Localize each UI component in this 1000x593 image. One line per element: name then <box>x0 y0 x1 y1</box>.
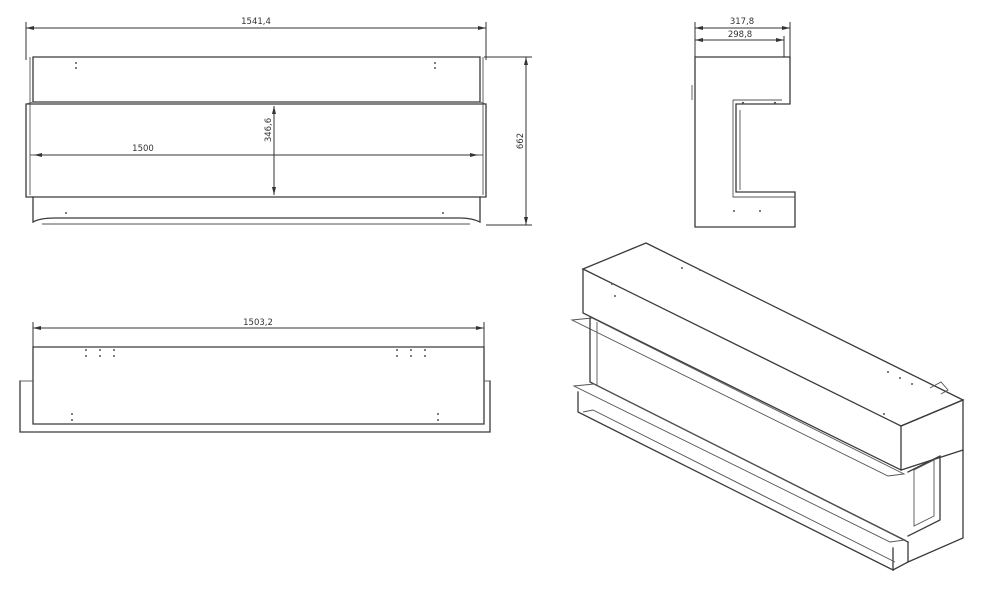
isometric-view <box>570 242 965 572</box>
dim-front-inner-width: 1500 <box>34 144 478 157</box>
dim-front-inner-height: 346,6 <box>264 106 276 195</box>
side-view <box>691 56 796 228</box>
dim-front-overall-width: 1541,4 <box>25 17 487 60</box>
front-inner-width-label: 1500 <box>132 144 154 154</box>
dim-side-inner-depth: 298,8 <box>695 30 785 57</box>
side-overall-depth-label: 317,8 <box>730 17 754 27</box>
front-inner-height-label: 346,6 <box>264 118 274 142</box>
dim-front-overall-height: 662 <box>484 56 532 226</box>
front-overall-width-label: 1541,4 <box>241 17 271 27</box>
dim-top-width: 1503,2 <box>32 318 485 347</box>
front-view <box>25 56 487 225</box>
top-width-label: 1503,2 <box>243 318 273 328</box>
side-inner-depth-label: 298,8 <box>728 30 752 40</box>
top-view <box>19 346 491 433</box>
front-overall-height-label: 662 <box>516 133 526 149</box>
